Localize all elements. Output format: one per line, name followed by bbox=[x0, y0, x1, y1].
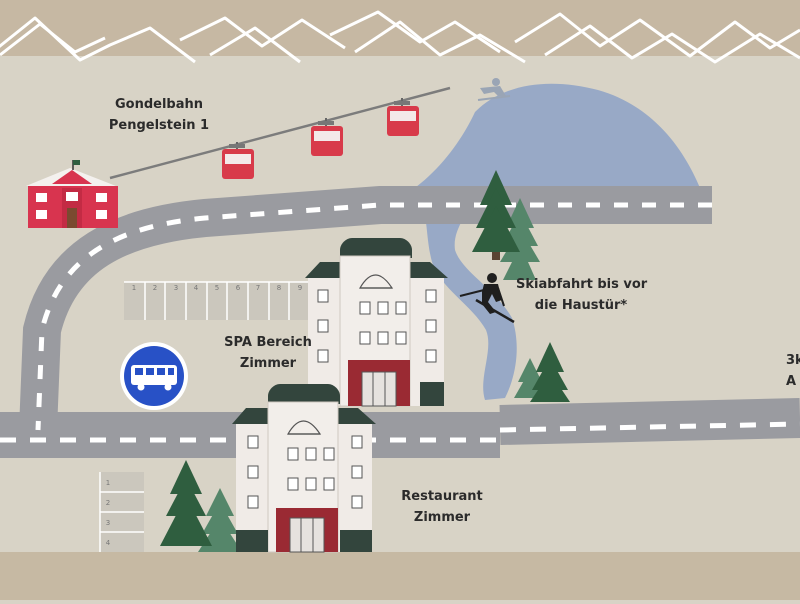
fir-tree-icon bbox=[160, 460, 212, 546]
fir-tree-icon bbox=[530, 342, 570, 402]
parking-number: 1 bbox=[106, 479, 110, 487]
gondola-label-line2: Pengelstein 1 bbox=[108, 118, 210, 133]
restaurant-label: Restaurant Zimmer bbox=[394, 486, 490, 528]
parking-number: 2 bbox=[106, 499, 110, 507]
parking-number: 4 bbox=[194, 284, 199, 292]
parking-number: 7 bbox=[256, 284, 260, 292]
edge-label-line2: A bbox=[786, 374, 797, 389]
gondola-cabin-icon bbox=[387, 98, 419, 136]
mountain-range-icon bbox=[0, 10, 800, 64]
spa-label-line1: SPA Bereich bbox=[224, 335, 312, 350]
valley-station-icon bbox=[26, 160, 118, 228]
parking-number: 2 bbox=[153, 284, 157, 292]
edge-label-line1: 3k bbox=[786, 353, 800, 368]
parking-area-upper: 1 2 3 4 5 6 7 8 9 bbox=[124, 281, 310, 320]
ski-run-label-line1: Skiabfahrt bis vor bbox=[516, 277, 648, 292]
skier-icon bbox=[477, 78, 511, 101]
hotel-building-icon bbox=[305, 238, 448, 407]
ski-slope bbox=[412, 83, 700, 401]
ski-run-label-line2: die Haustür* bbox=[534, 298, 628, 313]
ski-run-label: Skiabfahrt bis vor die Haustür* bbox=[516, 274, 648, 316]
parking-number: 8 bbox=[277, 284, 281, 292]
gondola-cable bbox=[109, 86, 451, 180]
parking-number: 1 bbox=[132, 284, 136, 292]
parking-area-lower: 1 2 3 4 bbox=[99, 472, 144, 552]
gondola-cabin-icon bbox=[311, 118, 343, 156]
parking-number: 5 bbox=[215, 284, 219, 292]
restaurant-label-line1: Restaurant bbox=[401, 489, 483, 504]
parking-number: 6 bbox=[236, 284, 241, 292]
gondola-label: Gondelbahn Pengelstein 1 bbox=[104, 94, 214, 136]
parking-number: 3 bbox=[174, 284, 178, 292]
parking-number: 9 bbox=[298, 284, 302, 292]
spa-label-line2: Zimmer bbox=[239, 356, 297, 371]
ground-band bbox=[0, 552, 800, 600]
skier-icon bbox=[459, 273, 515, 324]
fir-tree-icon bbox=[472, 170, 520, 260]
restaurant-label-line2: Zimmer bbox=[413, 510, 471, 525]
bus-stop-icon bbox=[120, 342, 188, 410]
edge-label: 3k A bbox=[786, 350, 800, 392]
hotel-building-icon bbox=[232, 384, 376, 553]
spa-label: SPA Bereich Zimmer bbox=[220, 332, 316, 374]
gondola-cabin-icon bbox=[222, 142, 254, 179]
gondola-label-line1: Gondelbahn bbox=[114, 97, 204, 112]
parking-number: 4 bbox=[106, 539, 111, 547]
parking-number: 3 bbox=[106, 519, 110, 527]
